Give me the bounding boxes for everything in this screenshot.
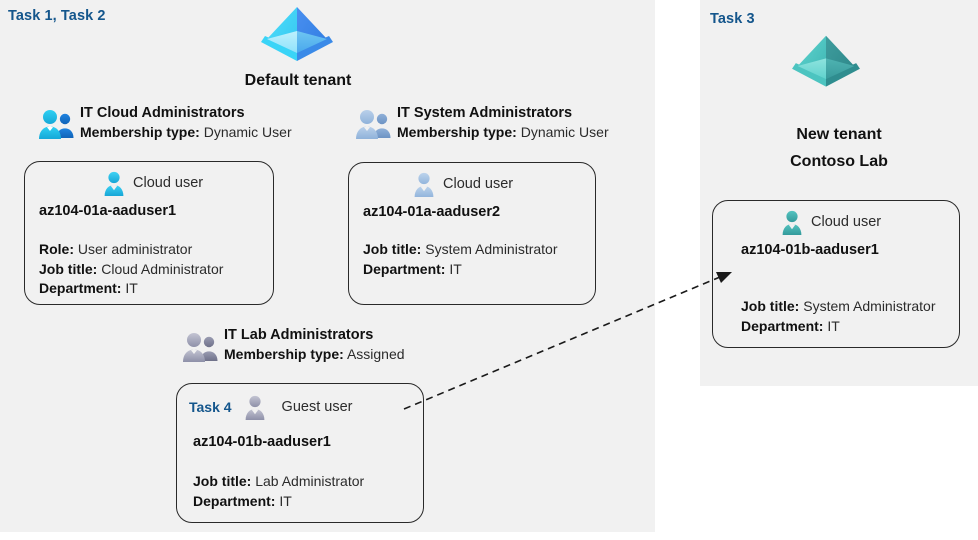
attr-label: Job title:: [741, 298, 800, 314]
user-card-az104-01a-aaduser1[interactable]: Cloud user az104-01a-aaduser1 Role: User…: [24, 161, 274, 305]
attr-label: Job title:: [193, 473, 252, 489]
card-user-type: Guest user: [281, 399, 353, 415]
card-user-type: Cloud user: [811, 214, 882, 230]
card-attributes: Job title: System Administrator Departme…: [363, 240, 558, 279]
cloud-user-icon: [101, 170, 127, 196]
card-attributes: Job title: System Administrator Departme…: [741, 297, 936, 336]
card-user-type: Cloud user: [133, 175, 204, 191]
group-name: IT Cloud Administrators: [80, 105, 245, 121]
card-attr-row: Department: IT: [193, 492, 364, 512]
card-username: az104-01b-aaduser1: [193, 434, 331, 450]
attr-value: Lab Administrator: [255, 473, 365, 489]
attr-label: Department:: [363, 260, 446, 277]
group-membership-label: Membership type:: [397, 124, 517, 140]
card-attr-row: Job title: System Administrator: [363, 240, 558, 260]
user-card-az104-01b-aaduser1-cloud[interactable]: Cloud user az104-01b-aaduser1 Job title:…: [712, 200, 960, 348]
cloud-user-icon: [779, 209, 805, 235]
card-user-type-row: Task 4 Guest user: [189, 394, 352, 420]
new-tenant-name-line2: Contoso Lab: [790, 153, 888, 170]
card-username: az104-01a-aaduser2: [363, 204, 501, 220]
attr-value: IT: [449, 260, 462, 277]
user-card-az104-01a-aaduser2[interactable]: Cloud user az104-01a-aaduser2 Job title:…: [348, 162, 596, 305]
attr-value: IT: [125, 280, 138, 296]
group-membership-value: Assigned: [346, 346, 405, 362]
task-label-right: Task 3: [710, 11, 755, 27]
attr-label: Job title:: [39, 260, 98, 277]
group-membership-label: Membership type:: [224, 346, 344, 362]
group-name: IT Lab Administrators: [224, 327, 374, 343]
attr-label: Department:: [39, 280, 122, 296]
new-tenant-name-line1: New tenant: [796, 126, 882, 143]
card-user-type-row: Cloud user: [779, 209, 881, 235]
group-name: IT System Administrators: [397, 105, 573, 121]
task-label-left: Task 1, Task 2: [8, 8, 106, 24]
attr-label: Department:: [741, 317, 824, 334]
card-attr-row: Job title: Lab Administrator: [193, 472, 364, 492]
attr-value: IT: [827, 317, 840, 334]
card-username: az104-01b-aaduser1: [741, 242, 879, 258]
new-tenant-icon: [786, 32, 866, 98]
card-username: az104-01a-aaduser1: [39, 203, 177, 219]
cloud-user-icon: [411, 171, 437, 197]
attr-value: Cloud Administrator: [101, 260, 224, 277]
attr-value: System Administrator: [803, 298, 936, 314]
card-attr-row: Job title: Cloud Administrator: [39, 260, 223, 280]
card-attr-row: Role: User administrator: [39, 240, 223, 260]
guest-user-icon: [242, 394, 268, 420]
card-user-type-row: Cloud user: [411, 171, 513, 197]
attr-value: User administrator: [77, 241, 193, 257]
card-attr-row: Department: IT: [363, 260, 558, 280]
group-membership: Membership type: Dynamic User: [80, 123, 292, 142]
group-membership-label: Membership type:: [80, 124, 200, 140]
card-attr-row: Department: IT: [39, 279, 223, 299]
attr-label: Role:: [39, 241, 74, 257]
attr-label: Job title:: [363, 241, 422, 257]
attr-label: Department:: [193, 492, 276, 509]
default-tenant-icon: [255, 3, 339, 73]
user-card-az104-01b-aaduser1-guest[interactable]: Task 4 Guest user az104-01b-aaduser1 Job…: [176, 383, 424, 523]
group-membership-value: Dynamic User: [203, 124, 292, 140]
group-users-icon: [182, 331, 220, 363]
card-attr-row: Job title: System Administrator: [741, 297, 936, 317]
attr-value: IT: [279, 492, 292, 509]
attr-value: System Administrator: [425, 241, 558, 257]
group-users-icon: [38, 108, 76, 140]
card-attr-row: Department: IT: [741, 317, 936, 337]
group-membership: Membership type: Dynamic User: [397, 123, 609, 142]
card-attributes: Role: User administrator Job title: Clou…: [39, 240, 223, 299]
card-attributes: Job title: Lab Administrator Department:…: [193, 472, 364, 511]
group-users-icon: [355, 108, 393, 140]
group-membership: Membership type: Assigned: [224, 345, 405, 364]
card-user-type-row: Cloud user: [101, 170, 203, 196]
default-tenant-name: Default tenant: [244, 72, 352, 89]
group-membership-value: Dynamic User: [520, 124, 609, 140]
card-user-type: Cloud user: [443, 176, 514, 192]
card-task-tag: Task 4: [189, 399, 232, 415]
